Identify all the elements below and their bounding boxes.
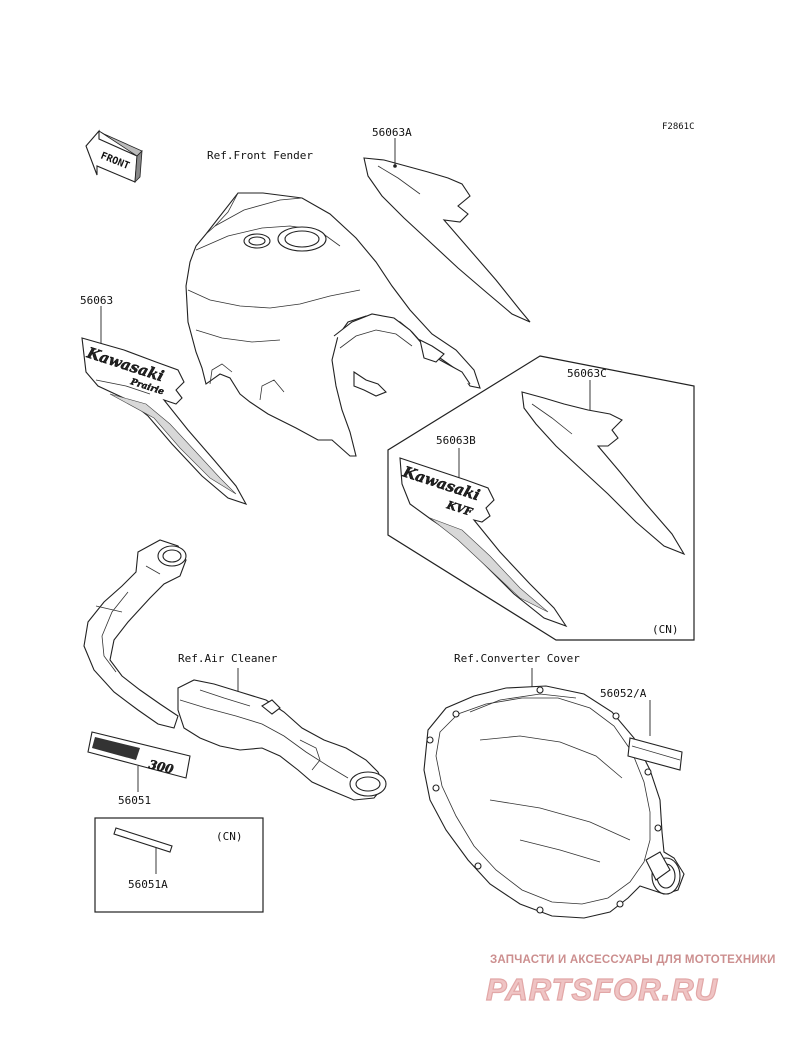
watermark-tagline: ЗАПЧАСТИ И АКСЕССУАРЫ ДЛЯ МОТОТЕХНИКИ [490,954,776,966]
decal-56063A: 56063A [363,126,531,323]
part-56063C-label: 56063C [567,367,607,380]
front-fender-drawing [185,192,481,457]
variant-box-lower: (CN) 56051A [94,817,264,913]
ref-air-cleaner-label: Ref.Air Cleaner [178,652,278,665]
converter-cover-drawing [423,685,685,919]
decal-56051: 300 56051 [87,731,191,807]
decal-56063: 56063 Kawasaki Prairie [80,294,248,505]
part-56051-label: 56051 [118,794,151,807]
variant-box-upper: (CN) 56063C 56063B Kawasaki KVF [387,355,695,641]
part-56063B-label: 56063B [436,434,476,447]
figure-code: F2861C [662,122,695,132]
decal-56052A: 56052/A [600,687,683,771]
model-text-56051: 300 [147,757,175,776]
front-arrow-icon: FRONT [85,129,143,184]
variant-box-upper-label: (CN) [652,623,679,636]
watermark-brand: PARTSFOR.RU [486,972,719,1007]
ref-converter-cover-label: Ref.Converter Cover [454,652,580,665]
part-56051A-label: 56051A [128,878,168,891]
air-cleaner-drawing [83,539,387,801]
part-56063-label: 56063 [80,294,113,307]
variant-box-lower-label: (CN) [216,830,243,843]
part-56063A-label: 56063A [372,126,412,139]
ref-front-fender-label: Ref.Front Fender [207,149,313,162]
watermark: ЗАПЧАСТИ И АКСЕССУАРЫ ДЛЯ МОТОТЕХНИКИ PA… [485,954,776,1008]
part-56052A-label: 56052/A [600,687,647,700]
